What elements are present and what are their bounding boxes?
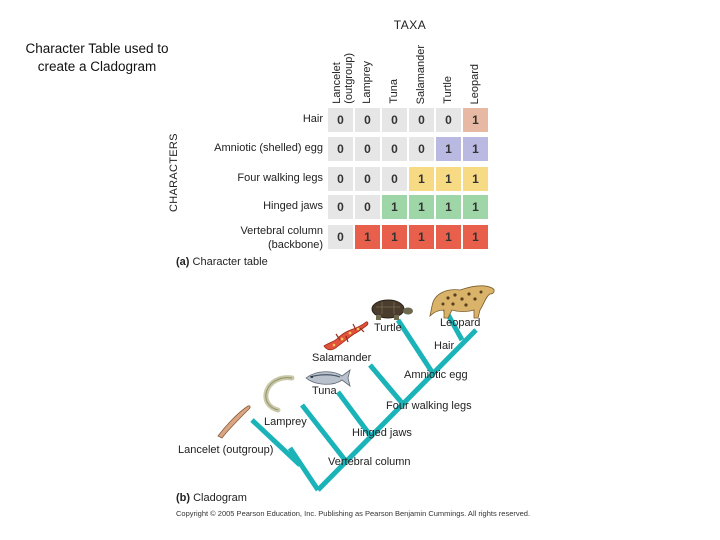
table-cell: 0 — [354, 166, 381, 192]
table-cell: 0 — [327, 166, 354, 192]
table-cell: 0 — [354, 136, 381, 162]
table-cell: 1 — [408, 224, 435, 250]
table-cell: 1 — [462, 194, 489, 220]
table-cell: 0 — [381, 166, 408, 192]
character-label: Four walking legs — [237, 172, 323, 184]
cladogram-branch — [368, 363, 404, 405]
table-cell: 1 — [462, 107, 489, 133]
animal-label-leopard: Leopard — [440, 317, 481, 329]
caption-b-letter: (b) — [176, 492, 191, 504]
cladogram-branch — [287, 446, 321, 492]
node-label-four-walking-legs: Four walking legs — [386, 400, 472, 412]
table-cell: 1 — [354, 224, 381, 250]
caption-a-letter: (a) — [176, 256, 190, 268]
table-cell: 0 — [381, 136, 408, 162]
table-cell: 1 — [408, 166, 435, 192]
table-cell: 0 — [327, 194, 354, 220]
caption-b-text: Cladogram — [190, 492, 247, 504]
table-cell: 1 — [408, 194, 435, 220]
cladogram-branch — [335, 390, 373, 437]
table-cell: 0 — [327, 107, 354, 133]
cladogram-branch — [395, 318, 435, 374]
table-cell: 0 — [354, 194, 381, 220]
taxa-title: TAXA — [393, 18, 427, 32]
cladogram-branch — [250, 418, 302, 467]
node-label-vertebral-column: Vertebral column — [328, 456, 411, 468]
table-cell: 1 — [462, 224, 489, 250]
copyright-text: Copyright © 2005 Pearson Education, Inc.… — [176, 509, 531, 518]
node-label-hinged-jaws: Hinged jaws — [352, 427, 412, 439]
tuna-illustration — [305, 369, 351, 387]
table-cell: 0 — [408, 136, 435, 162]
character-label: Hinged jaws — [263, 200, 323, 212]
character-label: Amniotic (shelled) egg — [214, 142, 323, 154]
node-label-hair: Hair — [434, 340, 455, 352]
salamander-illustration — [323, 321, 369, 351]
animal-label-lancelet: Lancelet (outgroup) — [178, 444, 274, 456]
lancelet-illustration — [217, 405, 251, 439]
table-cell: 0 — [381, 107, 408, 133]
table-cell: 0 — [354, 107, 381, 133]
table-cell: 1 — [381, 224, 408, 250]
cladogram-branch — [316, 328, 478, 492]
table-cell: 1 — [381, 194, 408, 220]
side-title: Character Table used to create a Cladogr… — [25, 41, 169, 74]
table-cell: 1 — [462, 136, 489, 162]
leopard-illustration — [429, 285, 495, 319]
animal-label-turtle: Turtle — [374, 322, 402, 334]
animal-label-salamander: Salamander — [312, 352, 372, 364]
lamprey-illustration — [263, 375, 295, 413]
table-cell: 0 — [327, 224, 354, 250]
table-cell: 0 — [408, 107, 435, 133]
table-cell: 0 — [435, 107, 462, 133]
caption-b: (b) Cladogram — [176, 492, 247, 504]
cladogram-branch — [300, 403, 347, 462]
table-cell: 0 — [327, 136, 354, 162]
character-label: Hair — [302, 113, 323, 125]
turtle-illustration — [371, 299, 413, 320]
node-label-amniotic-egg: Amniotic egg — [404, 369, 468, 381]
table-cell: 1 — [435, 166, 462, 192]
table-cell: 1 — [435, 224, 462, 250]
caption-a-text: Character table — [189, 256, 268, 268]
table-cell: 1 — [435, 136, 462, 162]
character-label: Vertebral column (backbone) — [240, 225, 323, 251]
table-cell: 1 — [435, 194, 462, 220]
caption-a: (a) Character table — [176, 256, 268, 268]
cladogram-lines — [250, 298, 478, 492]
animal-label-tuna: Tuna — [312, 385, 337, 397]
animal-label-lamprey: Lamprey — [264, 416, 307, 428]
table-cell: 1 — [462, 166, 489, 192]
